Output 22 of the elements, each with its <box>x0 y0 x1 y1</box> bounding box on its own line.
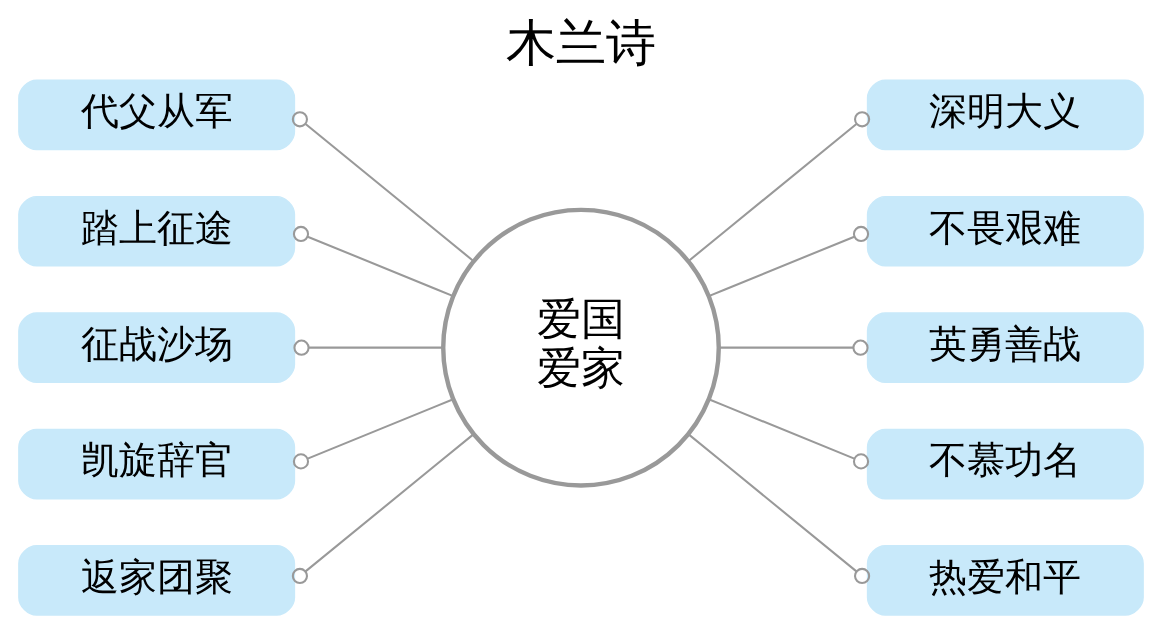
node-box: 热爱和平 <box>866 545 1144 616</box>
node-box: 征战沙场 <box>18 312 296 383</box>
node-circle: 爱国爱家 <box>441 207 721 488</box>
connector <box>293 339 443 356</box>
node-box: 深明大义 <box>866 79 1144 151</box>
connector <box>291 111 475 262</box>
diagram-title: 木兰诗 <box>506 13 656 72</box>
node-box: 代父从军 <box>18 79 296 151</box>
connector <box>687 111 871 262</box>
connector <box>708 398 870 470</box>
node-box: 不畏艰难 <box>866 195 1144 267</box>
connector <box>292 225 454 298</box>
node-box: 凯旋辞官 <box>18 428 296 500</box>
node-box: 英勇善战 <box>866 312 1144 383</box>
connector <box>719 339 869 356</box>
connector <box>708 225 870 298</box>
connector <box>292 398 454 470</box>
node-box: 返家团聚 <box>18 545 296 616</box>
connector <box>687 433 871 585</box>
connector <box>291 433 475 585</box>
node-box: 踏上征途 <box>18 195 296 267</box>
node-box: 不慕功名 <box>866 428 1144 500</box>
